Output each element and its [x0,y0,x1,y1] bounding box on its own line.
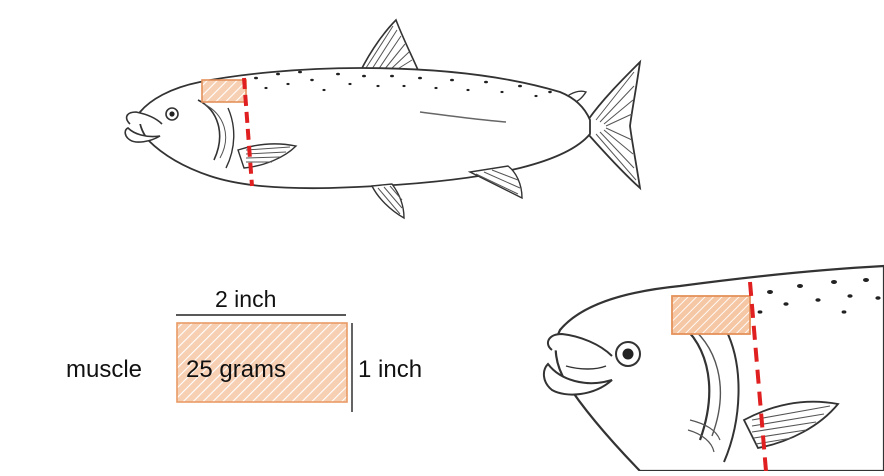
salmon-whole [125,20,640,218]
muscle-sample-marker [202,80,246,102]
pelvic-fin [372,184,404,218]
tissue-label: muscle [66,356,142,384]
salmon-head-closeup [544,266,884,471]
dorsal-fin [360,20,418,72]
width-label: 2 inch [215,286,276,313]
weight-label: 25 grams [186,356,286,384]
tail-fin [588,62,640,188]
height-label: 1 inch [358,356,422,384]
zoomed-muscle-sample-marker [672,296,750,334]
anal-fin [470,166,522,198]
